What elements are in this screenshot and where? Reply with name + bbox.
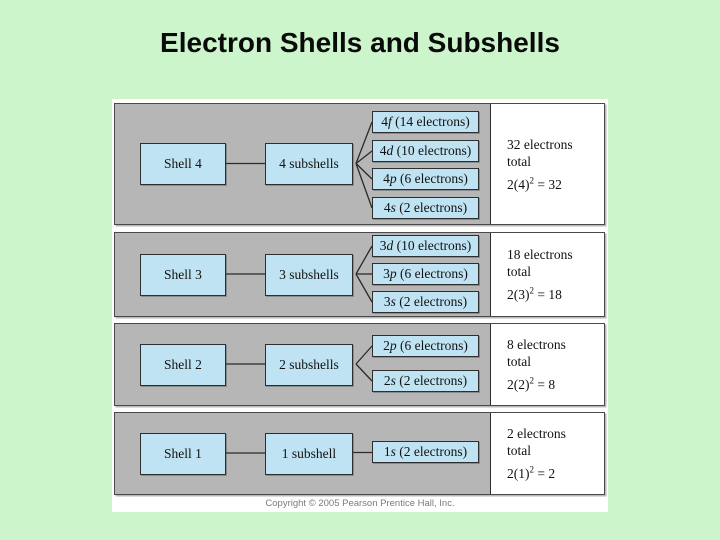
shell-2-total-line2: total: [507, 354, 531, 369]
shell-3-formula: 2(3)2 = 18: [507, 285, 562, 302]
shell-3-label: Shell 3: [164, 266, 202, 282]
subshell-2s-label: 2s (2 electrons): [383, 373, 468, 388]
shell-1-subshells-label: 1 subshell: [281, 445, 337, 461]
subshell-4d-box: 4d (10 electrons): [372, 140, 479, 162]
subshell-4d-label: 4d (10 electrons): [379, 143, 472, 158]
subshell-1s-label: 1s (2 electrons): [383, 444, 468, 459]
subshell-4f-box: 4f (14 electrons): [372, 111, 479, 133]
slide-title: Electron Shells and Subshells: [160, 27, 560, 58]
shell-1-total-line2: total: [507, 443, 531, 458]
shell-4-box: Shell 4: [140, 143, 226, 185]
panel-shell-1: Shell 1 1 subshell 1s (2 electrons) 2 el…: [114, 412, 605, 495]
shell-4-formula: 2(4)2 = 32: [507, 175, 562, 192]
shell-1-subshells-box: 1 subshell: [265, 432, 353, 475]
copyright-notice: Copyright © 2005 Pearson Prentice Hall, …: [265, 498, 455, 509]
shell-4-total-line1: 32 electrons: [507, 136, 573, 152]
shell-2-subshells-label: 2 subshells: [279, 356, 339, 372]
subshell-2s-box: 2s (2 electrons): [372, 370, 479, 392]
panel-shell-3: Shell 3 3 subshells 3d (10 electrons) 3p…: [114, 232, 605, 317]
shell-4-subshells-label: 4 subshells: [279, 156, 339, 171]
subshell-2p-box: 2p (6 electrons): [372, 335, 479, 357]
subshell-3p-box: 3p (6 electrons): [372, 263, 479, 285]
subshell-3d-label: 3d (10 electrons): [379, 238, 472, 253]
subshell-3p-label: 3p (6 electrons): [383, 266, 468, 281]
subshell-3s-box: 3s (2 electrons): [372, 291, 479, 313]
shell-1-total-area: 2 electrons total 2(1)2 = 2: [490, 413, 604, 494]
shell-2-formula: 2(2)2 = 8: [507, 375, 556, 392]
shell-4-subshells-box: 4 subshells: [265, 143, 353, 185]
shell-1-formula: 2(1)2 = 2: [507, 464, 556, 481]
shell-4-label: Shell 4: [164, 156, 202, 171]
shell-2-label: Shell 2: [164, 356, 202, 372]
panel-shell-4: Shell 4 4 subshells 4f (14 electrons) 4d…: [114, 103, 605, 225]
subshell-4p-box: 4p (6 electrons): [372, 168, 479, 190]
shell-3-total-line2: total: [507, 264, 531, 279]
shell-2-total-area: 8 electrons total 2(2)2 = 8: [490, 324, 604, 405]
shell-2-total-line1: 8 electrons: [507, 337, 566, 352]
subshell-4f-label: 4f (14 electrons): [381, 114, 470, 129]
shell-2-connector-lines: [224, 345, 373, 382]
subshell-2p-label: 2p (6 electrons): [383, 338, 468, 353]
subshell-1s-box: 1s (2 electrons): [372, 441, 479, 463]
subshell-3d-box: 3d (10 electrons): [372, 235, 479, 257]
subshell-3s-label: 3s (2 electrons): [383, 294, 468, 309]
shell-3-subshells-box: 3 subshells: [265, 253, 353, 296]
subshell-4s-box: 4s (2 electrons): [372, 197, 479, 219]
shell-4-connector-lines: [224, 121, 373, 209]
shell-3-total-area: 18 electrons total 2(3)2 = 18: [490, 233, 604, 316]
subshell-4s-label: 4s (2 electrons): [383, 200, 468, 215]
shell-1-box: Shell 1: [140, 432, 226, 475]
shell-2-subshells-box: 2 subshells: [265, 343, 353, 386]
shell-3-connector-lines: [224, 245, 373, 303]
shells-figure: Shell 4 4 subshells 4f (14 electrons) 4d…: [112, 99, 608, 512]
shell-1-connector-lines: [224, 451, 372, 454]
subshell-4p-label: 4p (6 electrons): [383, 171, 468, 186]
shell-1-label: Shell 1: [164, 445, 202, 461]
shell-4-total-area: 32 electrons total 2(4)2 = 32: [490, 104, 604, 224]
shell-3-total-line1: 18 electrons: [507, 247, 573, 262]
shell-2-box: Shell 2: [140, 343, 226, 386]
shell-4-total-line2: total: [507, 153, 531, 169]
shell-1-total-line1: 2 electrons: [507, 426, 566, 441]
shell-3-subshells-label: 3 subshells: [279, 266, 339, 282]
panel-shell-2: Shell 2 2 subshells 2p (6 electrons) 2s …: [114, 323, 605, 406]
shell-3-box: Shell 3: [140, 253, 226, 296]
